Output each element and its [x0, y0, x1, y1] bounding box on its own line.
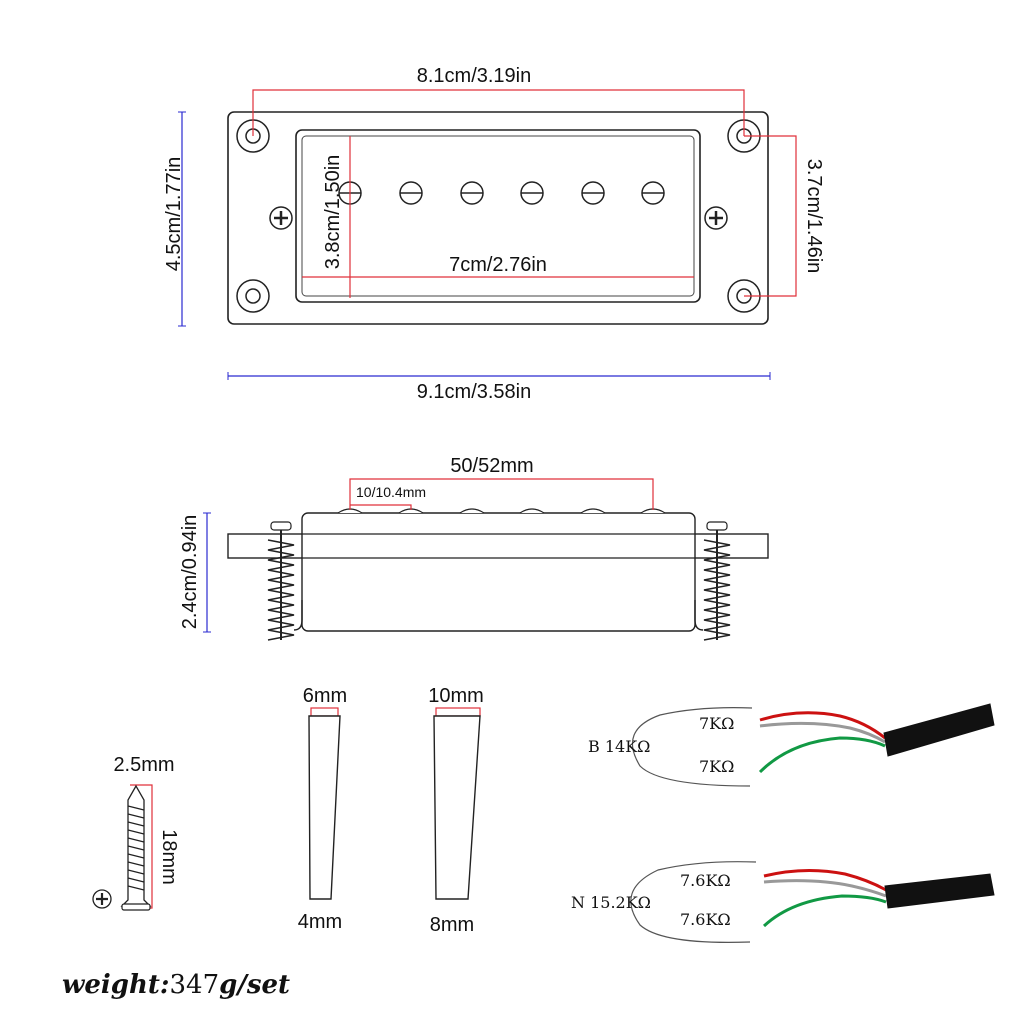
top-view: 8.1cm/3.19in 3.7cm/1.46in 7cm/2.76in 3.8…: [163, 65, 825, 403]
pole-screw-icon: [399, 181, 423, 205]
neck-label: N 15.2KΩ: [571, 893, 651, 912]
weight-unit: g/set: [219, 970, 291, 1000]
bridge-wire-green: [758, 736, 886, 774]
neck-coil-a-label: 7.6KΩ: [680, 871, 731, 890]
pole-screw-icon: [641, 181, 665, 205]
inner-width-label: 7cm/2.76in: [449, 254, 547, 276]
pole-span-dimension-line: [349, 478, 654, 510]
phillips-screw-head-icon: [92, 889, 112, 909]
neck-coil-outline: [630, 861, 757, 943]
bridge-wire-red: [759, 711, 886, 740]
neck-wire-red: [763, 868, 887, 892]
pickup-cover-outline: [295, 129, 701, 303]
mounting-screw: 2.5mm 18mm: [92, 754, 180, 911]
height-screw-left: [267, 521, 295, 641]
shim-large: 10mm 8mm: [428, 685, 484, 936]
shim-large-top-label: 10mm: [428, 685, 484, 707]
pickup-body: [301, 512, 696, 632]
screw-length-label: 18mm: [158, 829, 180, 885]
hole-spacing-dimension-line: [252, 89, 745, 136]
neck-wire-green: [762, 894, 887, 928]
shim-large-body: [433, 715, 481, 900]
side-view: 50/52mm 10/10.4mm 2.4cm/0.94in: [179, 455, 769, 641]
wiring-neck: N 15.2KΩ 7.6KΩ 7.6KΩ: [571, 861, 995, 943]
pole-pieces: [338, 181, 665, 205]
spring-icon: [267, 539, 295, 641]
shim-small-bottom-label: 4mm: [298, 911, 342, 933]
overall-height-label: 4.5cm/1.77in: [163, 157, 185, 272]
hole-vertical-dimension-line: [744, 135, 797, 297]
shim-small: 6mm 4mm: [298, 685, 347, 933]
screw-head-label: 2.5mm: [113, 754, 174, 776]
bridge-label: B 14KΩ: [588, 737, 650, 756]
bridge-wire-white: [759, 721, 886, 744]
screw-thread: [127, 805, 145, 891]
phillips-screw-icon: [269, 206, 293, 230]
bridge-coil-a-label: 7KΩ: [699, 714, 734, 733]
pole-screw-icon: [460, 181, 484, 205]
mounting-hole-icon: [236, 279, 270, 313]
mounting-foot-right: [694, 600, 704, 631]
bridge-coil-outline: [631, 707, 753, 787]
side-height-label: 2.4cm/0.94in: [179, 515, 201, 630]
bridge-coil-b-label: 7KΩ: [699, 757, 734, 776]
pickup-cover-inner: [301, 135, 695, 297]
height-screw-right: [703, 521, 731, 641]
spring-icon: [703, 539, 731, 641]
neck-cable: [884, 873, 995, 909]
phillips-screw-icon: [704, 206, 728, 230]
hole-spacing-label: 8.1cm/3.19in: [417, 65, 532, 87]
weight-label: weight:: [62, 970, 170, 1000]
overall-width-label: 9.1cm/3.58in: [417, 381, 532, 403]
pole-spacing-dimension-line: [350, 504, 412, 510]
mounting-foot-left: [293, 600, 303, 631]
wiring-bridge: B 14KΩ 7KΩ 7KΩ: [588, 703, 995, 787]
bridge-cable: [883, 703, 995, 757]
neck-coil-b-label: 7.6KΩ: [680, 910, 731, 929]
pole-screw-icon: [520, 181, 544, 205]
hole-vertical-label: 3.7cm/1.46in: [803, 159, 825, 274]
pole-span-label: 50/52mm: [450, 455, 533, 477]
pole-tops: [337, 508, 666, 514]
neck-wire-white: [763, 879, 887, 898]
shim-large-bottom-label: 8mm: [430, 914, 474, 936]
weight-value: 347: [169, 970, 220, 1000]
pole-screw-icon: [581, 181, 605, 205]
inner-height-label: 3.8cm/1.50in: [322, 155, 344, 270]
pole-spacing-label: 10/10.4mm: [356, 484, 426, 500]
shim-small-top-label: 6mm: [303, 685, 347, 707]
weight-line: weight:347g/set: [62, 970, 290, 1000]
shim-small-body: [308, 715, 341, 900]
